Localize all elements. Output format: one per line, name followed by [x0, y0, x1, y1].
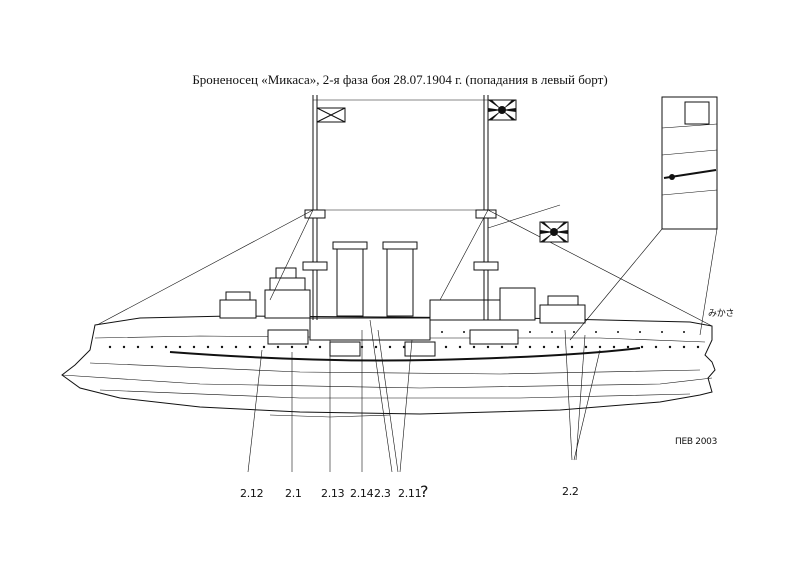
- rigging: [96, 204, 713, 327]
- hit-leader-lines: [247, 319, 601, 473]
- porthole: [206, 345, 210, 349]
- porthole: [458, 345, 462, 349]
- porthole: [248, 345, 252, 349]
- porthole: [276, 345, 280, 349]
- porthole: [192, 345, 196, 349]
- porthole: [556, 345, 560, 349]
- porthole: [617, 331, 619, 333]
- porthole: [234, 345, 238, 349]
- porthole: [262, 345, 266, 349]
- porthole: [682, 345, 686, 349]
- porthole: [639, 331, 641, 333]
- porthole: [668, 345, 672, 349]
- porthole: [654, 345, 658, 349]
- porthole: [696, 345, 700, 349]
- author-signature: ПЕВ 2003: [675, 437, 717, 447]
- hit-label-2-14: 2.14: [350, 487, 374, 500]
- hit-label-2-3: 2.3: [374, 487, 391, 500]
- page-title: Броненосец «Микаса», 2-я фаза боя 28.07.…: [192, 72, 608, 87]
- porthole: [472, 345, 476, 349]
- ship-name-japanese: みかさ: [708, 308, 734, 319]
- porthole: [290, 345, 294, 349]
- hit-label-2-11: 2.11: [398, 487, 421, 500]
- porthole: [640, 345, 644, 349]
- naval-flag: [316, 107, 346, 123]
- porthole: [220, 345, 224, 349]
- porthole: [136, 345, 140, 349]
- rising-sun-flag-stern: [539, 221, 569, 243]
- porthole: [122, 345, 126, 349]
- porthole: [584, 345, 588, 349]
- porthole: [318, 345, 322, 349]
- porthole: [150, 345, 154, 349]
- forward-superstructure: [219, 267, 311, 345]
- porthole: [595, 331, 597, 333]
- porthole: [441, 331, 443, 333]
- hit-label-2-12: 2.12: [240, 487, 263, 500]
- porthole: [514, 345, 518, 349]
- porthole: [374, 345, 378, 349]
- porthole: [164, 345, 168, 349]
- porthole: [500, 345, 504, 349]
- porthole: [388, 345, 392, 349]
- detail-inset: [569, 96, 718, 341]
- porthole: [529, 331, 531, 333]
- porthole: [108, 345, 112, 349]
- hit-label-question: ?: [420, 482, 428, 501]
- hit-label-2-1: 2.1: [285, 487, 302, 500]
- hit-labels: 2.12 2.1 2.13 2.14 2.3 2.11 ? 2.2: [240, 482, 579, 501]
- porthole: [573, 331, 575, 333]
- porthole: [626, 345, 630, 349]
- porthole: [551, 331, 553, 333]
- porthole: [528, 345, 532, 349]
- casemates: [309, 317, 436, 357]
- porthole: [444, 345, 448, 349]
- porthole: [661, 331, 663, 333]
- porthole: [683, 331, 685, 333]
- funnels: [332, 241, 418, 317]
- porthole: [570, 345, 574, 349]
- porthole: [463, 331, 465, 333]
- porthole: [598, 345, 602, 349]
- porthole: [612, 345, 616, 349]
- rising-sun-flag-main: [487, 99, 517, 121]
- hit-label-2-13: 2.13: [321, 487, 345, 500]
- porthole: [542, 345, 546, 349]
- porthole: [486, 345, 490, 349]
- porthole: [178, 345, 182, 349]
- hit-label-2-2: 2.2: [562, 485, 579, 498]
- porthole: [304, 345, 308, 349]
- aft-superstructure: [429, 287, 586, 345]
